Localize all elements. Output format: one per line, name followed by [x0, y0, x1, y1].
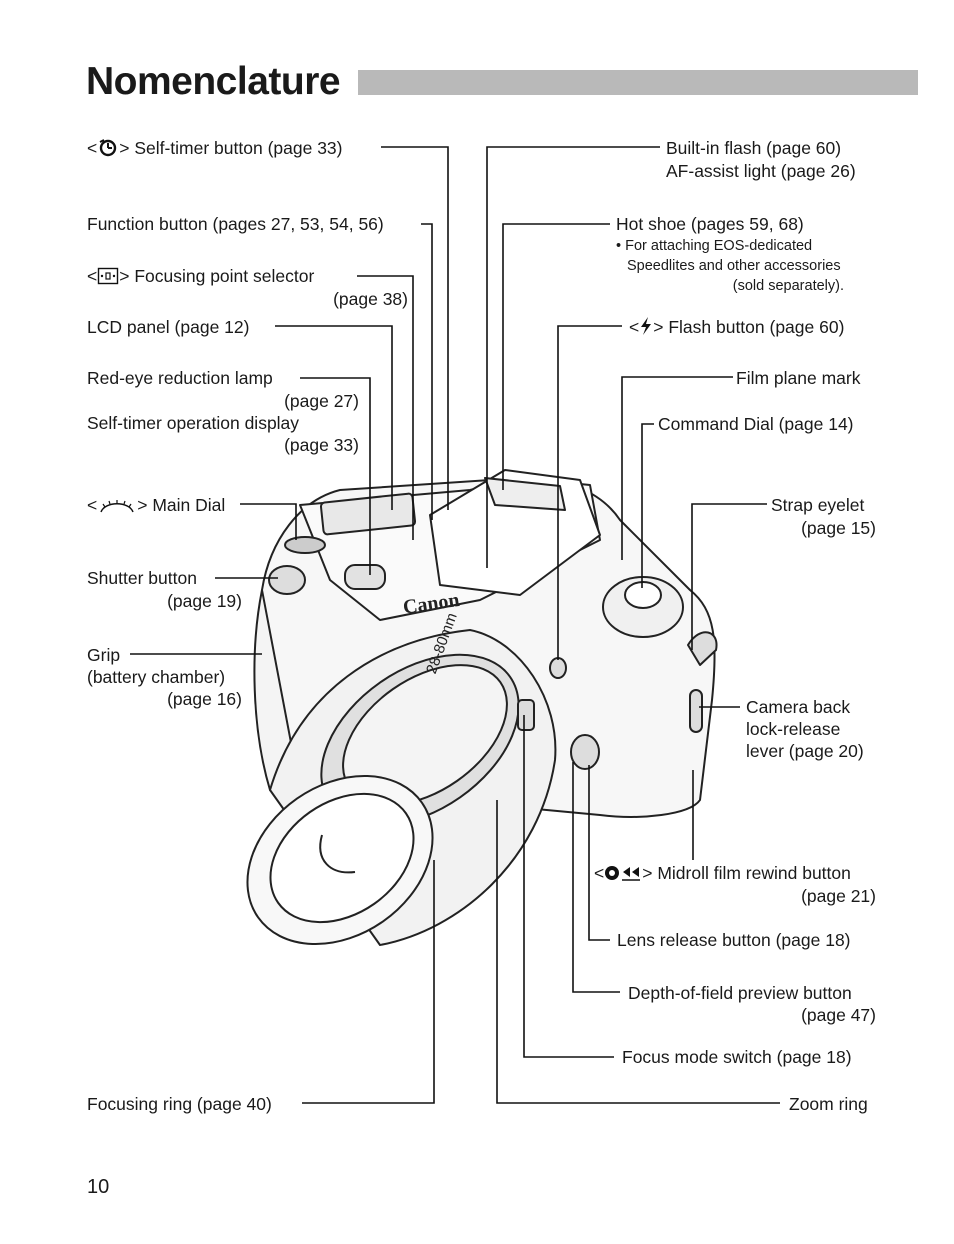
flash-icon: [641, 317, 652, 335]
label-hot-shoe-note-2: Speedlites and other accessories: [627, 258, 841, 274]
title-bar: [358, 70, 918, 95]
label-film-plane: Film plane mark: [736, 368, 861, 388]
label-dof-preview: Depth-of-field preview button: [628, 983, 852, 1003]
leader-af-selector: [357, 275, 414, 540]
label-shutter: Shutter button: [87, 568, 197, 588]
leader-builtin-flash: [486, 146, 660, 568]
leader-self-timer: [381, 146, 449, 510]
label-main-dial: <> Main Dial: [87, 495, 226, 515]
leader-lens-release: [588, 765, 610, 941]
label-focusing-ring: Focusing ring (page 40): [87, 1094, 272, 1114]
label-af-assist: AF-assist light (page 26): [666, 161, 856, 181]
leader-focusing-ring: [302, 860, 435, 1104]
label-hot-shoe-note-3: (sold separately).: [732, 278, 844, 294]
label-camera-back-3: lever (page 20): [746, 741, 864, 761]
label-hot-shoe-note-1: • For attaching EOS-dedicated: [616, 238, 813, 254]
leader-dof: [572, 762, 620, 993]
leader-flash-button: [557, 325, 622, 660]
self-timer-icon: [99, 139, 117, 157]
label-function-button: Function button (pages 27, 53, 54, 56): [87, 214, 384, 234]
leader-strap: [691, 503, 767, 650]
main-dial-icon: [100, 500, 134, 513]
label-focus-mode: Focus mode switch (page 18): [622, 1047, 852, 1067]
page-title: Nomenclature: [86, 60, 341, 103]
label-grip-page: (page 16): [167, 689, 242, 709]
label-zoom-ring: Zoom ring: [789, 1094, 868, 1114]
leader-zoom-ring: [496, 800, 780, 1104]
label-dof-page: (page 47): [801, 1005, 876, 1025]
label-hot-shoe: Hot shoe (pages 59, 68): [616, 214, 804, 234]
page-number: 10: [87, 1176, 110, 1198]
label-builtin-flash: Built-in flash (page 60): [666, 138, 842, 158]
leader-command-dial: [641, 423, 654, 588]
label-lens-release: Lens release button (page 18): [617, 930, 851, 950]
leader-focus-mode: [523, 715, 614, 1058]
leader-film-plane: [621, 376, 733, 560]
leader-lcd: [275, 325, 393, 510]
label-af-selector-page: (page 38): [333, 289, 408, 309]
midroll-rewind-icon: [605, 866, 641, 881]
leader-red-eye: [300, 377, 371, 575]
label-self-timer-display-page: (page 33): [284, 435, 359, 455]
label-strap-eyelet: Strap eyelet: [771, 495, 865, 515]
label-flash-button: <> Flash button (page 60): [629, 317, 845, 337]
camera-main-dial: [284, 536, 326, 554]
label-af-selector: <> Focusing point selector: [87, 266, 315, 286]
leader-hot-shoe: [502, 223, 610, 490]
camera-shutter-button: [268, 565, 306, 595]
leader-function: [421, 223, 433, 520]
label-camera-back: Camera back: [746, 697, 851, 717]
label-self-timer: <> Self-timer button (page 33): [87, 138, 343, 158]
label-red-eye-page: (page 27): [284, 391, 359, 411]
label-command-dial: Command Dial (page 14): [658, 414, 854, 434]
label-red-eye: Red-eye reduction lamp: [87, 368, 273, 388]
label-lcd-panel: LCD panel (page 12): [87, 317, 250, 337]
label-midroll-page: (page 21): [801, 886, 876, 906]
label-camera-back-2: lock-release: [746, 719, 841, 739]
label-self-timer-display: Self-timer operation display: [87, 413, 300, 433]
leader-main-dial: [240, 503, 297, 540]
label-grip: Grip: [87, 645, 121, 665]
label-strap-eyelet-page: (page 15): [801, 518, 876, 538]
af-point-selector-icon: [98, 267, 119, 285]
label-shutter-page: (page 19): [167, 591, 242, 611]
label-midroll-rewind: <> Midroll film rewind button: [594, 863, 851, 883]
label-grip-battery: (battery chamber): [87, 667, 226, 687]
